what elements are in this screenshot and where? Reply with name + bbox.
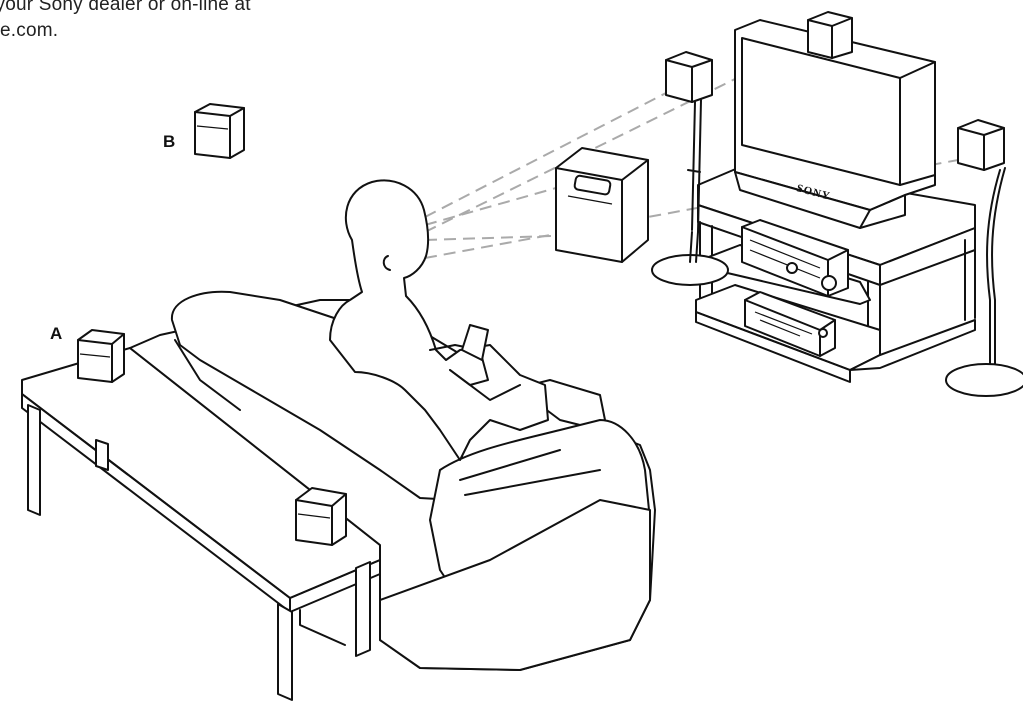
rear-speaker-a [78, 330, 124, 382]
center-speaker [808, 12, 852, 58]
subwoofer [556, 148, 648, 262]
rear-speaker-right [296, 488, 346, 545]
front-right-speaker [946, 120, 1023, 396]
front-left-speaker [652, 52, 728, 285]
rear-speaker-b [195, 104, 244, 158]
